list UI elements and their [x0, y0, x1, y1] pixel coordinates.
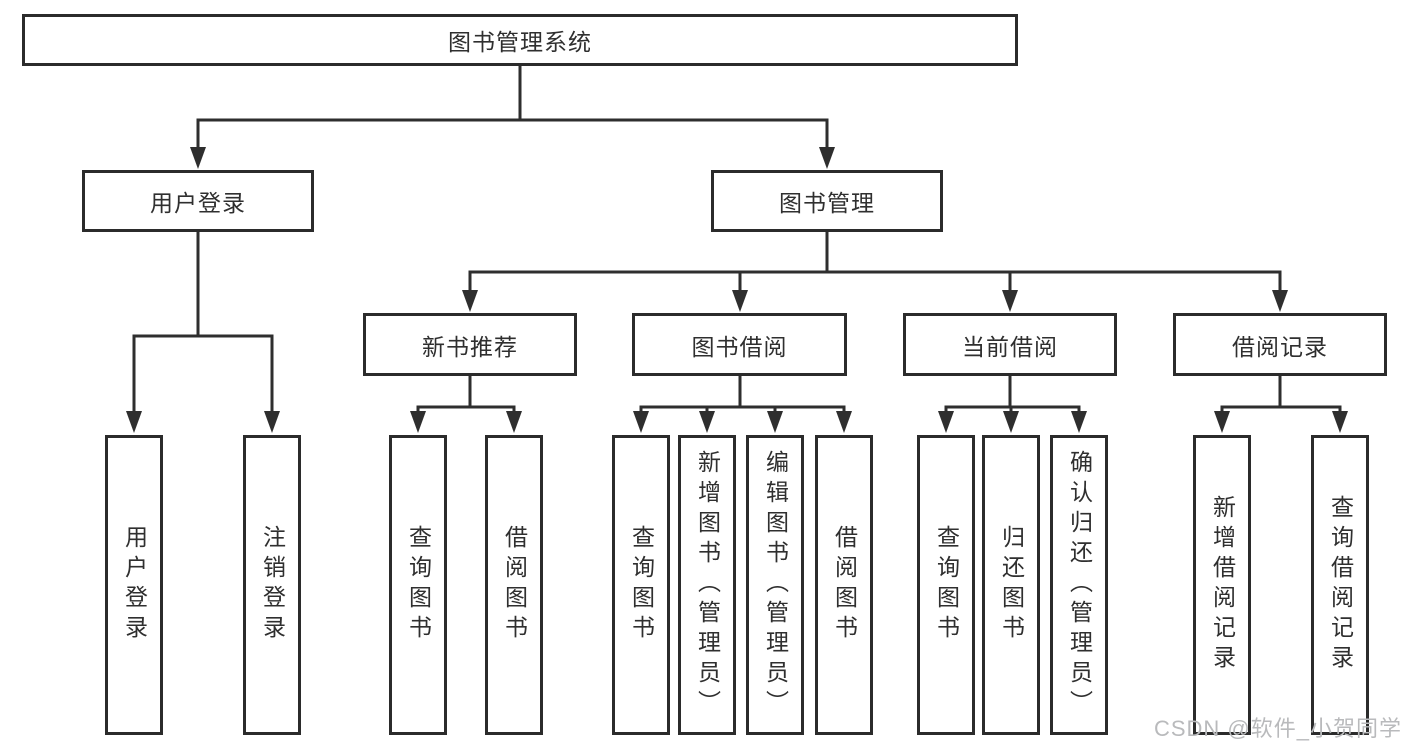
leaf-borrow-books-1: 借阅图书	[485, 435, 543, 735]
edge-borrow-records-to-leaves	[1214, 374, 1348, 433]
node-current-borrowing: 当前借阅	[903, 313, 1117, 376]
node-user-login: 用户登录	[82, 170, 314, 232]
leaf-query-borrow-record: 查询借阅记录	[1311, 435, 1369, 735]
node-new-book-recommend: 新书推荐	[363, 313, 577, 376]
leaf-borrow-books-2: 借阅图书	[815, 435, 873, 735]
leaf-query-books-1: 查询图书	[389, 435, 447, 735]
leaf-confirm-return-admin: 确认归还（管理员）	[1050, 435, 1108, 735]
node-book-management: 图书管理	[711, 170, 943, 232]
leaf-add-books-admin: 新增图书（管理员）	[678, 435, 736, 735]
leaf-query-books-3: 查询图书	[917, 435, 975, 735]
edge-root-to-level2	[190, 64, 835, 169]
leaf-query-books-2: 查询图书	[612, 435, 670, 735]
node-borrowing-records: 借阅记录	[1173, 313, 1387, 376]
csdn-watermark: CSDN @软件_小贺同学	[1153, 716, 1402, 741]
leaf-logout: 注销登录	[243, 435, 301, 735]
leaf-edit-books-admin: 编辑图书（管理员）	[746, 435, 804, 735]
node-book-borrowing: 图书借阅	[632, 313, 847, 376]
leaf-add-borrow-record: 新增借阅记录	[1193, 435, 1251, 735]
edge-book-borrow-to-leaves	[633, 374, 852, 433]
edge-new-book-rec-to-leaves	[410, 374, 522, 433]
edge-book-mgmt-to-level3	[462, 230, 1288, 312]
edge-current-borrow-to-leaves	[938, 374, 1087, 433]
leaf-return-books: 归还图书	[982, 435, 1040, 735]
edge-user-login-to-leaves	[126, 230, 280, 433]
node-root-system: 图书管理系统	[22, 14, 1018, 66]
leaf-user-login: 用户登录	[105, 435, 163, 735]
